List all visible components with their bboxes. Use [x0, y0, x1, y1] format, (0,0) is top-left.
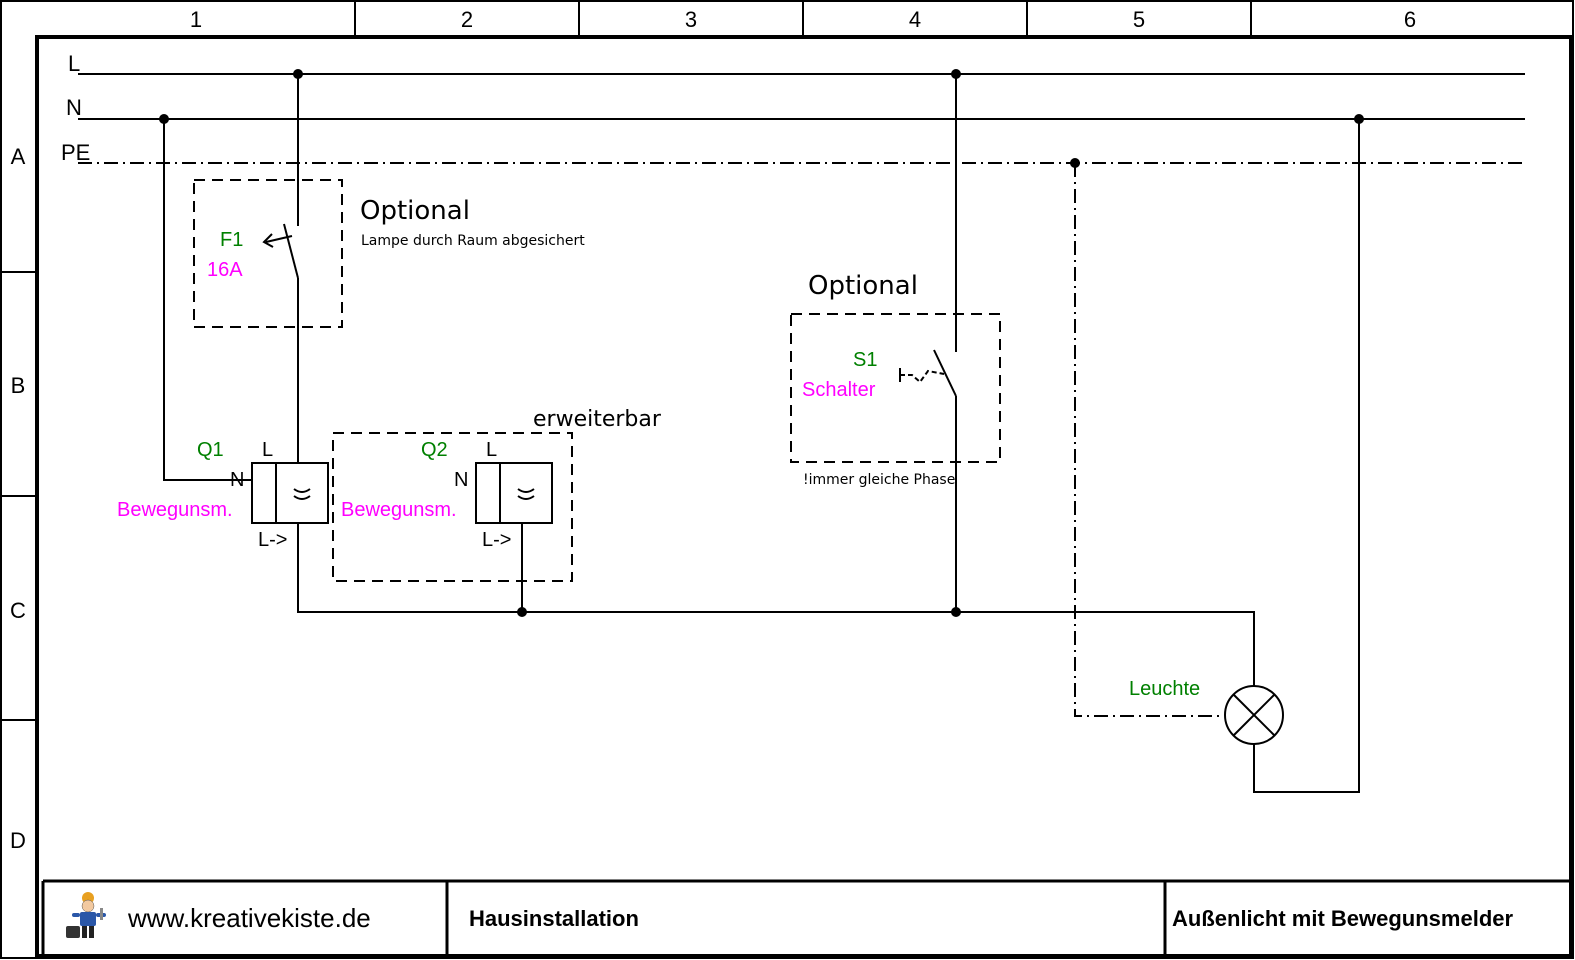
wires — [163, 74, 1360, 793]
q2-id: Q2 — [421, 439, 448, 461]
lamp-symbol — [1224, 685, 1284, 745]
q1-motion-detector — [251, 462, 329, 524]
f1-id: F1 — [220, 229, 243, 251]
q2-expandable-box — [332, 432, 573, 582]
q1-terminal-out: L-> — [258, 529, 287, 551]
q1-terminal-n: N — [230, 469, 244, 491]
website-label: www.kreativekiste.de — [127, 903, 371, 933]
q2-motion-detector — [475, 462, 553, 524]
column-label: 3 — [685, 7, 697, 32]
q2-terminal-out: L-> — [482, 529, 511, 551]
category-label: Hausinstallation — [469, 906, 639, 931]
row-label: D — [10, 828, 26, 853]
column-label: 1 — [190, 7, 202, 32]
drawing-title: Außenlicht mit Bewegunsmelder — [1172, 906, 1513, 931]
q2-terminal-l: L — [486, 439, 497, 461]
column-label: 4 — [909, 7, 921, 32]
s1-note: !immer gleiche Phase — [803, 472, 955, 488]
row-label: A — [11, 144, 26, 169]
f1-note: Lampe durch Raum abgesichert — [361, 233, 585, 249]
lamp-label: Leuchte — [1129, 678, 1200, 700]
q1-id: Q1 — [197, 439, 224, 461]
row-label: C — [10, 598, 26, 623]
s1-id: S1 — [853, 349, 877, 371]
s1-optional-box — [790, 313, 1001, 463]
q2-expandable-title: erweiterbar — [533, 407, 662, 432]
f1-optional-box — [193, 179, 343, 328]
column-label: 6 — [1404, 7, 1416, 32]
f1-optional-title: Optional — [360, 196, 470, 226]
column-label: 5 — [1133, 7, 1145, 32]
mascot-logo-icon — [66, 892, 106, 938]
f1-breaker-symbol — [262, 223, 299, 279]
f1-rating: 16A — [207, 259, 243, 281]
bus-lines — [78, 73, 1525, 164]
s1-optional-title: Optional — [808, 271, 918, 301]
bus-label-l: L — [68, 51, 80, 76]
s1-switch-symbol — [899, 349, 957, 397]
bus-label-pe: PE — [61, 140, 90, 165]
q2-terminal-n: N — [454, 469, 468, 491]
q1-label: Bewegunsm. — [117, 499, 233, 521]
column-label: 2 — [461, 7, 473, 32]
q1-terminal-l: L — [262, 439, 273, 461]
bus-label-n: N — [66, 95, 82, 120]
row-label: B — [11, 373, 26, 398]
q2-label: Bewegunsm. — [341, 499, 457, 521]
junction-dots — [159, 69, 1364, 617]
title-block — [41, 879, 1571, 956]
s1-label: Schalter — [802, 379, 876, 401]
